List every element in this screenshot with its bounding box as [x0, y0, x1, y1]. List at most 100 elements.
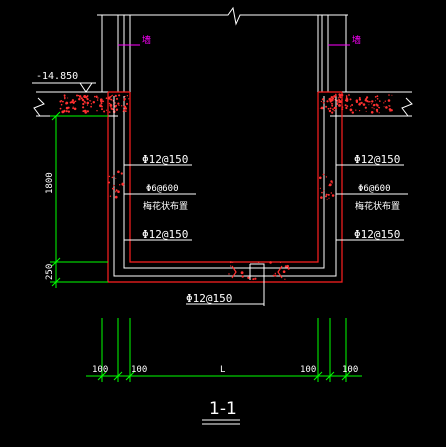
hatch-dot: [86, 104, 89, 106]
hatch-dot: [321, 191, 323, 194]
hatch-dot: [375, 100, 376, 102]
hatch-dot: [389, 110, 391, 112]
hatch-dot: [328, 183, 332, 187]
hatch-dot: [274, 272, 276, 275]
rebar-left-1: Φ12@150: [142, 153, 188, 166]
rebar-bottom-text: Φ12@150: [186, 292, 232, 305]
hatch-dot: [346, 97, 348, 99]
hatch-dot: [359, 110, 361, 112]
hatch-dot: [111, 176, 114, 179]
hatch-dot: [117, 190, 120, 193]
hatch-dot: [240, 271, 244, 275]
hatch-dot: [376, 98, 379, 100]
hatch-dot: [228, 273, 230, 275]
hatch-dot: [117, 170, 120, 174]
hatch-dot: [345, 99, 349, 102]
hatch-dot: [378, 106, 380, 109]
rebar-right-4: Φ12@150: [354, 228, 400, 241]
hatch-dot: [320, 100, 322, 103]
hatch-dot: [96, 99, 99, 101]
hatch-dot: [322, 173, 325, 176]
hatch-dot: [327, 107, 330, 110]
rebar-callouts-right: [336, 164, 408, 241]
hatch-dot: [115, 189, 118, 192]
hatch-dot: [331, 194, 335, 197]
wall-tag-left-text: 墙: [142, 34, 151, 46]
hatch-dot: [336, 102, 339, 104]
hatch-dot: [108, 111, 111, 113]
hatch-dot: [121, 105, 123, 107]
hatch-dot: [74, 100, 77, 103]
hatch-dot: [65, 110, 68, 113]
hatch-dot: [388, 108, 392, 111]
hatch-dot: [383, 102, 385, 104]
rebar-right-3: 梅花状布置: [355, 200, 400, 212]
wall-lines: [101, 15, 347, 92]
hatch-dot: [108, 102, 111, 105]
hatch-dot: [90, 100, 92, 102]
hatch-dot: [320, 196, 323, 199]
hatch-dot: [86, 98, 89, 101]
hatch-dot: [252, 278, 255, 281]
hatch-dot: [328, 97, 332, 101]
hatch-dot: [83, 109, 86, 112]
hatch-dot: [113, 184, 115, 187]
vertical-dimension: [50, 111, 108, 288]
hatch-dot: [97, 97, 99, 99]
hatch-dot: [247, 276, 250, 279]
hatch-dot: [77, 94, 80, 97]
hatch-dot: [100, 99, 103, 103]
hatch-dot: [64, 98, 66, 100]
hatch-dot: [105, 97, 108, 99]
hatch-dot: [359, 102, 362, 104]
hatch-dot: [365, 110, 367, 112]
hatch-dot: [337, 97, 339, 99]
hatch-dot: [388, 94, 390, 96]
hatch-dot: [115, 191, 117, 193]
hatch-dot: [103, 110, 106, 113]
hatch-dot: [117, 102, 120, 105]
hatch-dot: [338, 104, 341, 107]
hatch-dot: [335, 94, 337, 97]
hatch-dot: [124, 95, 126, 97]
hatch-dot: [325, 195, 327, 198]
hatch-dot: [110, 98, 113, 101]
hatch-dot: [63, 111, 66, 113]
hatch-dot: [371, 100, 374, 103]
hatch-dot: [90, 105, 92, 108]
hatch-dot: [95, 96, 98, 99]
wall-tag-left: 墙: [118, 34, 151, 46]
hatch-dot: [336, 100, 338, 102]
wall-tag-right-text: 墙: [352, 34, 361, 46]
hatch-dot: [67, 110, 70, 113]
hatch-dot: [391, 94, 393, 96]
hatch-dot: [349, 98, 352, 101]
rebar-right-2: Φ6@600: [358, 184, 391, 194]
hatch-dot: [332, 97, 334, 100]
hatch-dot: [321, 98, 324, 101]
hatch-dot: [72, 107, 74, 110]
hatch-dot: [376, 95, 379, 98]
hatch-dot: [111, 94, 114, 96]
hatch-dot: [325, 176, 328, 178]
hatch-dot: [269, 261, 272, 264]
hatch-dot: [109, 195, 112, 197]
hatch-dot: [115, 104, 118, 107]
dim-bottom-1: 100: [92, 365, 108, 375]
hatch-dot: [116, 97, 118, 100]
hatch-dot: [274, 274, 277, 277]
hatch-dot: [327, 193, 330, 196]
hatch-dot: [333, 110, 335, 112]
rebar-right-1: Φ12@150: [354, 153, 400, 166]
hatch-dot: [232, 261, 234, 263]
hatch-dot: [114, 195, 118, 199]
hatch-dot: [72, 106, 74, 108]
hatch-dot: [333, 106, 337, 110]
hatch-dot: [358, 96, 361, 99]
hatch-dot: [110, 106, 112, 108]
hatch-dot: [369, 100, 371, 103]
hatch-dot: [254, 277, 257, 280]
rebar-left-4: Φ12@150: [142, 228, 188, 241]
ground-slab-left: [33, 91, 118, 117]
